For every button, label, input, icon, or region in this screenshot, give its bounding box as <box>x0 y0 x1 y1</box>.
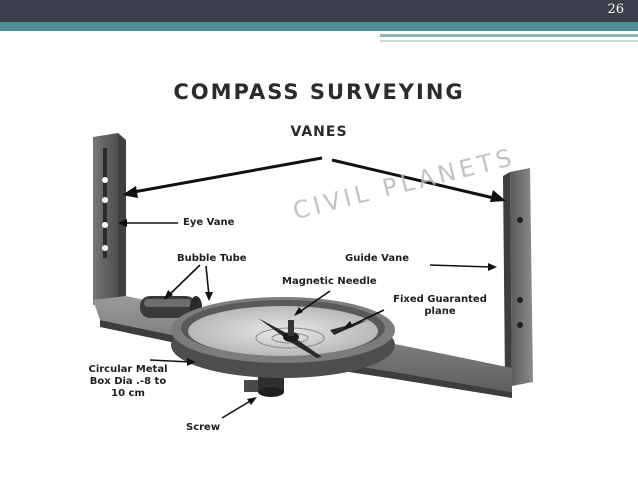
fixed-plane-label-line2: plane <box>424 306 456 317</box>
eye-vane-plate <box>93 133 126 305</box>
bubble-tube-arrows <box>164 264 213 301</box>
bubble-tube <box>140 296 202 318</box>
fixed-plane-label: Fixed Guaranted plane <box>385 294 495 318</box>
magnetic-needle-arrow <box>294 290 331 316</box>
guide-vane-arrow <box>429 263 497 271</box>
fixed-plane-label-line1: Fixed Guaranted <box>393 294 487 305</box>
eye-vane-arrow <box>118 219 178 227</box>
magnetic-needle-label: Magnetic Needle <box>282 276 377 287</box>
bubble-tube-label: Bubble Tube <box>177 253 247 264</box>
circular-box-label-line3: 10 cm <box>111 388 145 399</box>
header-decoration-line-2 <box>380 40 638 42</box>
page-number: 26 <box>607 2 624 17</box>
vanes-pointer-arrows <box>122 156 506 202</box>
slide-title: COMPASS SURVEYING <box>173 80 465 104</box>
circular-box-label-line2: Box Dia .-8 to <box>89 376 167 387</box>
circular-box-arrow <box>149 358 196 366</box>
header-accent-bar <box>0 22 638 31</box>
screw-arrow <box>221 397 257 419</box>
guide-vane-plate <box>503 168 533 386</box>
fixed-plane-arrow <box>343 309 385 329</box>
guide-vane-label: Guide Vane <box>345 253 410 264</box>
slide-subtitle: VANES <box>290 124 348 140</box>
header-decoration-line <box>380 34 638 37</box>
eye-vane-label: Eye Vane <box>183 217 235 228</box>
circular-metal-box <box>171 297 395 378</box>
circular-box-label-line1: Circular Metal <box>88 364 168 375</box>
header-bar <box>0 0 638 22</box>
circular-box-label: Circular Metal Box Dia .-8 to 10 cm <box>82 364 174 400</box>
screw-label: Screw <box>186 422 221 433</box>
